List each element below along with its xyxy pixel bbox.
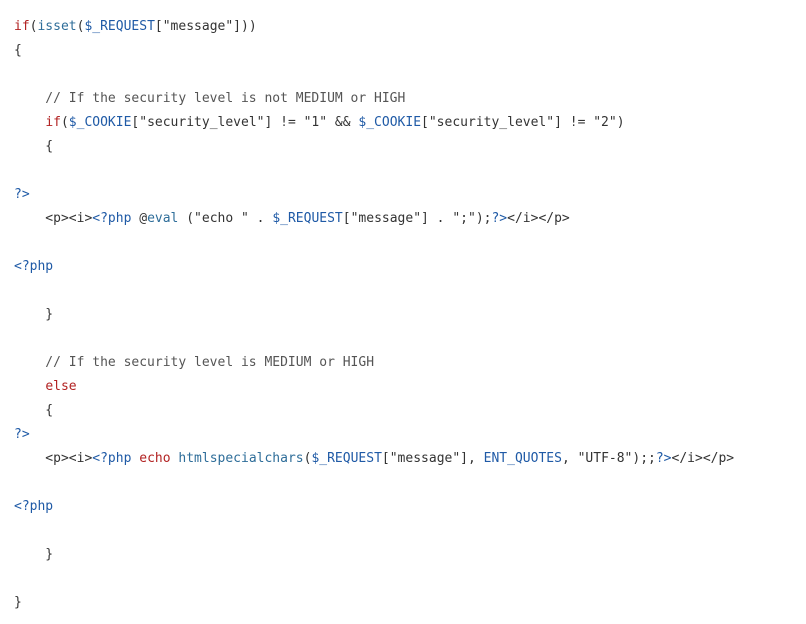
code-token-var: $_COOKIE	[68, 115, 132, 130]
code-token-plain: @	[131, 211, 148, 226]
code-line: ?>	[14, 423, 806, 447]
code-token-string: ["security_level"] != "1" &&	[131, 115, 359, 130]
code-token-phptag: <?php	[14, 259, 54, 274]
code-token-plain: {	[14, 43, 22, 58]
code-line: {	[14, 39, 806, 63]
code-line: }	[14, 591, 806, 615]
code-line: if($_COOKIE["security_level"] != "1" && …	[14, 111, 806, 135]
code-line	[14, 567, 806, 591]
code-line: {	[14, 135, 806, 159]
code-token-string: ["security_level"] != "2")	[421, 115, 625, 130]
code-token-func: htmlspecialchars	[178, 451, 304, 466]
code-line: }	[14, 303, 806, 327]
code-token-var: $_COOKIE	[358, 115, 422, 130]
code-token-string: ["message"]))	[154, 19, 257, 34]
code-line	[14, 279, 806, 303]
code-line	[14, 327, 806, 351]
code-token-keyword: if	[45, 115, 61, 130]
code-token-var: $_REQUEST	[311, 451, 382, 466]
code-token-plain: }	[14, 595, 22, 610]
code-line: // If the security level is MEDIUM or HI…	[14, 351, 806, 375]
code-token-string: ["message"] . ";");	[342, 211, 492, 226]
code-line: }	[14, 543, 806, 567]
code-token-keyword: echo	[139, 451, 171, 466]
code-token-plain: (	[303, 451, 312, 466]
code-token-keyword: else	[45, 379, 77, 394]
code-line: <?php	[14, 255, 806, 279]
code-line	[14, 159, 806, 183]
code-line: {	[14, 399, 806, 423]
code-line: ?>	[14, 183, 806, 207]
code-token-phptag: ?>	[14, 187, 30, 202]
code-token-keyword: if	[14, 19, 30, 34]
code-token-phptag: ?>	[491, 211, 508, 226]
code-token-plain	[14, 115, 45, 130]
code-token-comment: // If the security level is not MEDIUM o…	[14, 91, 406, 106]
code-token-phptag: <?php	[14, 499, 54, 514]
code-line	[14, 471, 806, 495]
code-line	[14, 519, 806, 543]
code-line: <?php	[14, 495, 806, 519]
code-token-var: $_REQUEST	[84, 19, 155, 34]
code-token-plain: <p><i>	[14, 451, 93, 466]
code-line: else	[14, 375, 806, 399]
code-token-plain: {	[14, 139, 54, 154]
code-token-plain: (	[29, 19, 38, 34]
code-token-plain: </i></p>	[507, 211, 570, 226]
code-token-func: eval	[147, 211, 179, 226]
code-line	[14, 231, 806, 255]
code-token-plain	[14, 379, 45, 394]
code-token-phptag: <?php	[92, 211, 132, 226]
code-token-string: ("echo " .	[178, 211, 273, 226]
code-line	[14, 63, 806, 87]
code-token-plain: }	[14, 307, 54, 322]
code-token-string: ["message"],	[381, 451, 484, 466]
code-token-func: isset	[37, 19, 77, 34]
code-line: <p><i><?php @eval ("echo " . $_REQUEST["…	[14, 207, 806, 231]
code-token-comment: // If the security level is MEDIUM or HI…	[14, 355, 375, 370]
code-token-string: , "UTF-8");;	[561, 451, 656, 466]
code-token-phptag: ?>	[14, 427, 30, 442]
code-token-phptag: <?php	[92, 451, 132, 466]
code-token-plain: (	[60, 115, 69, 130]
code-token-plain: </i></p>	[671, 451, 735, 466]
code-token-plain: {	[14, 403, 54, 418]
code-token-phptag: ?>	[655, 451, 672, 466]
code-line: <p><i><?php echo htmlspecialchars($_REQU…	[14, 447, 806, 471]
code-line: if(isset($_REQUEST["message"]))	[14, 15, 806, 39]
code-line: // If the security level is not MEDIUM o…	[14, 87, 806, 111]
code-token-const: ENT_QUOTES	[483, 451, 562, 466]
code-token-var: $_REQUEST	[272, 211, 343, 226]
code-token-plain: }	[14, 547, 54, 562]
code-token-plain: <p><i>	[14, 211, 93, 226]
code-token-plain: (	[76, 19, 85, 34]
